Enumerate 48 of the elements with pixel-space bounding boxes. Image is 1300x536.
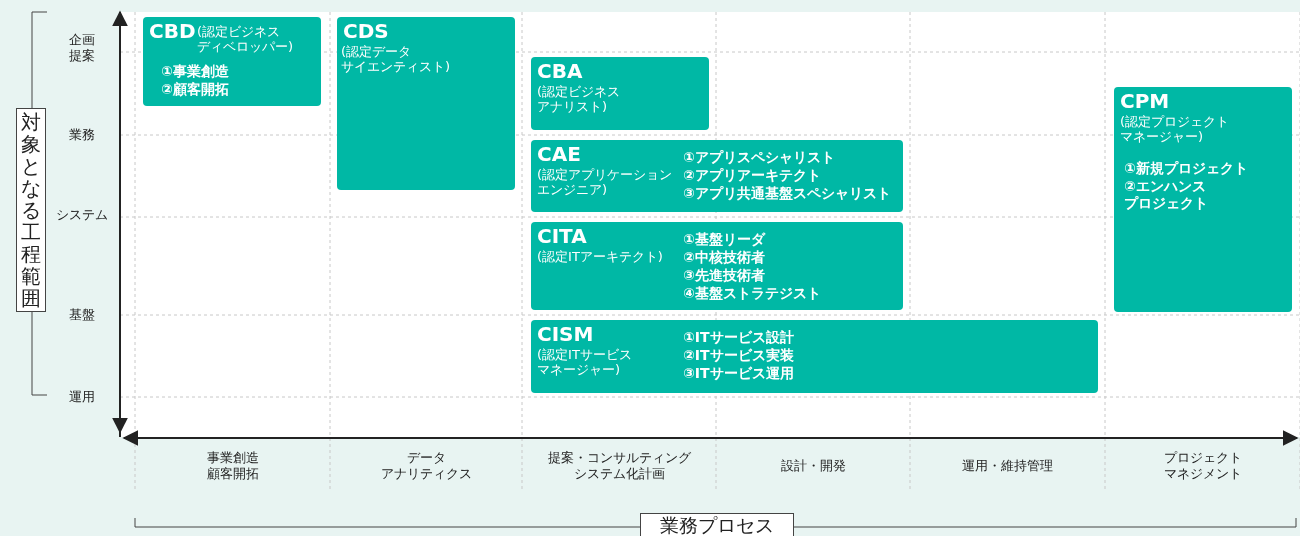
certification-acronym: CPM [1120,89,1170,113]
axis-label: データアナリティクス [379,450,473,482]
axis-title: 業務プロセス [640,513,794,536]
certification-name: (認定ITアーキテクト) [537,249,663,264]
specialty-item: ③アプリ共通基盤スペシャリスト [683,185,891,202]
certification-name: (認定プロジェクトマネージャー) [1120,114,1230,144]
specialty-item: ②顧客開拓 [161,81,229,98]
certification-name: (認定ビジネスディベロッパー) [197,24,294,54]
certification-card [531,140,903,212]
specialty-item: ②中核技術者 [683,249,765,266]
specialty-item: ③先進技術者 [683,267,765,284]
axis-label: 業務 [68,127,96,143]
certification-card [143,17,321,106]
axis-label: 提案・コンサルティングシステム化計画 [546,450,692,482]
certification-card [531,222,903,310]
axis-label: システム [55,207,109,223]
axis-label: 運用 [68,389,96,405]
axis-label: 運用・維持管理 [961,458,1054,474]
certification-name: (認定アプリケーションエンジニア) [537,167,673,197]
specialty-item: ②アプリアーキテクト [683,167,821,184]
certification-card [1114,87,1292,312]
specialty-item: ①アプリスペシャリスト [683,149,835,166]
specialty-item: ①事業創造 [161,63,229,80]
certification-card [337,17,515,190]
certification-acronym: CAE [537,142,581,166]
certification-name: (認定ビジネスアナリスト) [537,84,621,114]
axis-label: 設計・開発 [779,458,847,474]
certification-acronym: CISM [537,322,594,346]
certification-name: (認定データサイエンティスト) [341,44,451,74]
axis-label: プロジェクトマネジメント [1162,450,1243,482]
axis-label: 基盤 [68,307,96,323]
certification-card [531,320,1098,393]
certification-acronym: CITA [537,224,587,248]
certification-acronym: CDS [343,19,389,43]
certification-acronym: CBA [537,59,583,83]
axis-label: 事業創造顧客開拓 [205,450,260,482]
specialty-item: ①基盤リーダ [683,231,765,248]
certification-card [531,57,709,130]
specialty-item: ②エンハンスプロジェクト [1124,178,1208,212]
axis-title: 対象となる工程範囲 [16,108,46,312]
specialty-item: ①新規プロジェクト [1124,160,1248,177]
certification-name: (認定ITサービスマネージャー) [537,347,632,377]
certification-acronym: CBD [149,19,196,43]
axis-label: 企画提案 [68,32,96,64]
specialty-item: ③ITサービス運用 [683,365,794,382]
specialty-item: ④基盤ストラテジスト [683,285,821,302]
specialty-item: ①ITサービス設計 [683,329,794,346]
specialty-item: ②ITサービス実装 [683,347,794,364]
